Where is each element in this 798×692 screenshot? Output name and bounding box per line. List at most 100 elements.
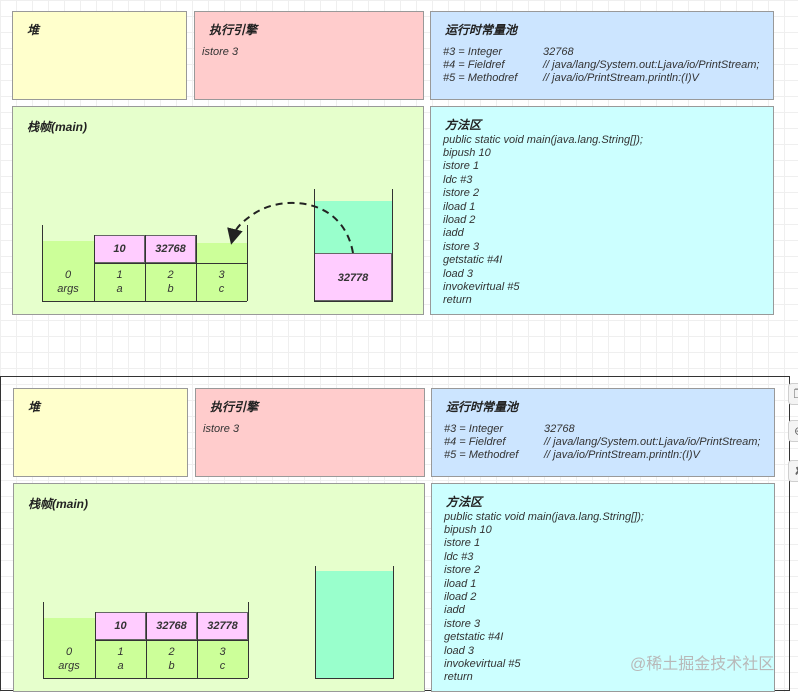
local-slot-0: 0 args [43, 612, 95, 678]
slot-fill [42, 241, 94, 301]
execution-engine-panel: 执行引擎 istore 3 [195, 388, 425, 477]
operand-stack-fill [315, 571, 393, 678]
slot-divider [248, 602, 249, 678]
heap-panel: 堆 [13, 388, 188, 477]
method-signature: public static void main(java.lang.String… [444, 511, 644, 523]
operand-stack-bottom [315, 678, 394, 679]
slot-name: a [116, 283, 123, 295]
pool-ref: #4 = Fieldref [444, 436, 506, 448]
bytecode-instruction: iload 1 [443, 200, 476, 213]
slot-index: 2 [167, 269, 174, 281]
pool-title: 运行时常量池 [446, 400, 519, 414]
slot-value: 32768 [145, 235, 196, 263]
bytecode-instruction: ldc #3 [444, 550, 474, 563]
pool-title: 运行时常量池 [445, 23, 518, 37]
slot-divider [43, 602, 44, 678]
execution-engine-panel: 执行引擎 istore 3 [194, 11, 424, 100]
slot-divider [145, 235, 146, 301]
engine-title: 执行引擎 [210, 400, 259, 414]
copy-icon[interactable]: ❐ [788, 383, 798, 405]
bytecode-instruction: load 3 [444, 644, 474, 657]
pool-value: 32768 [543, 46, 574, 58]
bytecode-instruction: istore 2 [444, 564, 481, 577]
pool-value: // java/io/PrintStream.println:(I)V [543, 72, 699, 84]
local-slot-2: 32768 2 b [146, 612, 197, 678]
bytecode-instruction: istore 2 [443, 187, 480, 200]
engine-title: 执行引擎 [209, 23, 258, 37]
slot-index: 3 [219, 646, 226, 658]
slot-divider [146, 612, 147, 678]
slot-value: 10 [95, 612, 146, 640]
pool-value: // java/lang/System.out:Ljava/io/PrintSt… [543, 59, 760, 71]
slot-value: 32778 [197, 612, 248, 640]
slot-index: 0 [65, 646, 73, 658]
operand-stack-right-wall [393, 566, 394, 678]
bytecode-instruction: invokevirtual #5 [444, 658, 521, 670]
local-slot-2: 32768 2 b [145, 235, 196, 301]
heap-title: 堆 [28, 400, 41, 414]
bytecode-instruction: istore 3 [443, 240, 480, 253]
bytecode-instruction: iadd [444, 604, 465, 617]
local-slot-0: 0 args [42, 235, 94, 301]
slot-name: b [167, 283, 174, 295]
operand-stack-left-wall [315, 566, 316, 678]
slot-index: 1 [116, 269, 123, 281]
slot-name: args [57, 283, 79, 295]
slot-name: args [58, 660, 80, 672]
bytecode-instruction: bipush 10 [443, 147, 491, 159]
slot-fill [43, 618, 95, 678]
frame-title: 栈帧(main) [28, 497, 89, 511]
slot-divider [42, 225, 43, 301]
slot-name: a [117, 660, 124, 672]
slot-value: 32768 [146, 612, 197, 640]
frame-title: 栈帧(main) [27, 120, 88, 134]
bytecode-instruction: iadd [443, 227, 464, 240]
operand-stack-right-wall [392, 189, 393, 301]
method-area-title: 方法区 [446, 495, 483, 509]
method-area-panel: 方法区 public static void main(java.lang.Str… [431, 483, 775, 692]
pool-value: // java/lang/System.out:Ljava/io/PrintSt… [544, 436, 761, 448]
current-instruction: istore 3 [203, 423, 240, 435]
heap-title: 堆 [27, 23, 40, 37]
local-slot-3: 32778 3 c [197, 612, 248, 678]
pool-ref: #3 = Integer [443, 46, 503, 58]
slot-divider [95, 612, 96, 678]
slot-name: c [219, 660, 226, 672]
bytecode-instruction: getstatic #4I [444, 631, 504, 644]
pool-ref: #5 = Methodref [444, 449, 519, 461]
heap-panel: 堆 [12, 11, 187, 100]
operand-stack-value: 32778 [314, 253, 392, 301]
bytecode-instruction: iload 1 [444, 577, 477, 590]
bytecode-instruction: iload 2 [443, 214, 476, 226]
current-instruction: istore 3 [202, 46, 239, 58]
slot-index: 1 [117, 646, 124, 658]
slot-divider [197, 612, 198, 678]
bytecode-instruction: iload 2 [444, 591, 477, 603]
bytecode-instruction: istore 3 [444, 617, 481, 630]
slot-base-line [43, 678, 248, 679]
local-slot-1: 10 1 a [95, 612, 146, 678]
slot-divider [94, 235, 95, 301]
bytecode-instruction: bipush 10 [444, 524, 492, 536]
slot-index: 2 [168, 646, 175, 658]
bytecode-instruction: load 3 [443, 267, 473, 280]
slot-divider [247, 225, 248, 301]
watermark: @稀土掘金技术社区 [630, 656, 775, 673]
zoom-icon[interactable]: ⊕ [788, 420, 798, 442]
slot-name: b [168, 660, 175, 672]
slot-value-line [95, 640, 248, 641]
pool-value: 32768 [544, 423, 575, 435]
slot-divider [196, 235, 197, 301]
operand-stack-bottom [314, 301, 393, 302]
bytecode-instruction: getstatic #4I [443, 254, 503, 267]
slot-index: 0 [64, 269, 72, 281]
slot-name: c [218, 283, 225, 295]
pool-value: // java/io/PrintStream.println:(I)V [544, 449, 700, 461]
delete-icon[interactable]: ✘ [788, 460, 798, 482]
